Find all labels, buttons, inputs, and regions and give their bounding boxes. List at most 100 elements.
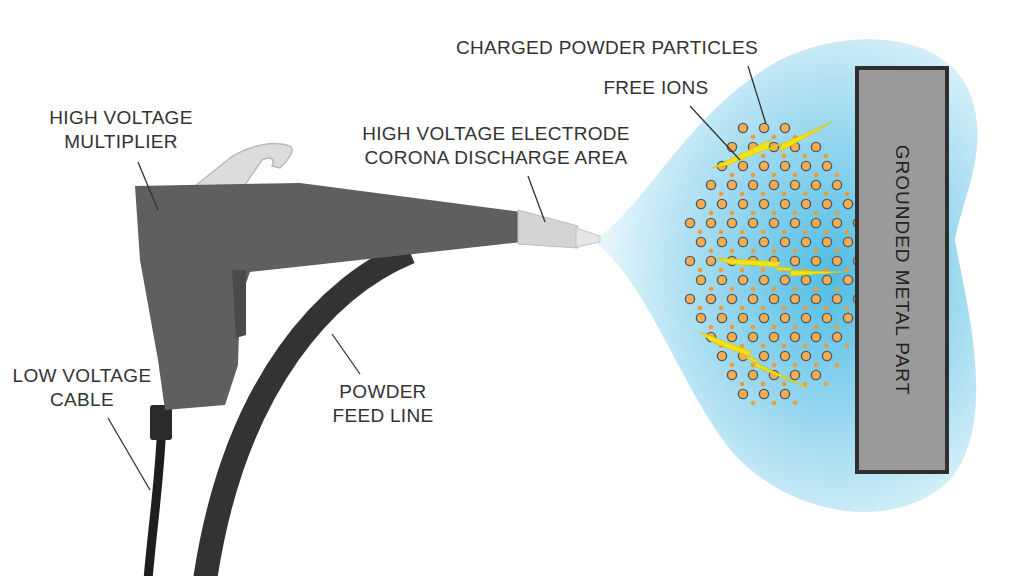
low-voltage-cable xyxy=(148,420,162,576)
powder-particle xyxy=(822,161,831,170)
free-ion-dot xyxy=(730,249,735,254)
powder-particle xyxy=(832,332,841,341)
powder-particle xyxy=(780,275,789,284)
free-ion-dot xyxy=(824,230,829,235)
free-ion-dot xyxy=(719,306,724,311)
powder-particle xyxy=(790,294,799,303)
powder-particle xyxy=(843,199,852,208)
free-ion-dot xyxy=(793,287,798,292)
free-ion-dot xyxy=(730,211,735,216)
part-label: GROUNDED METAL PART xyxy=(891,145,913,396)
powder-particle xyxy=(717,199,726,208)
powder-particle xyxy=(790,370,799,379)
free-ion-dot xyxy=(761,344,766,349)
powder-particle xyxy=(748,332,757,341)
powder-particle xyxy=(748,370,757,379)
free-ion-dot xyxy=(772,249,777,254)
callout-label: POWDER FEED LINE xyxy=(327,380,439,428)
powder-particle xyxy=(706,294,715,303)
powder-particle xyxy=(822,199,831,208)
free-ion-dot xyxy=(814,249,819,254)
powder-particle xyxy=(748,218,757,227)
powder-particle xyxy=(801,313,810,322)
free-ion-dot xyxy=(709,287,714,292)
free-ion-dot xyxy=(814,287,819,292)
powder-particle xyxy=(790,256,799,265)
free-ion-dot xyxy=(761,154,766,159)
free-ion-dot xyxy=(740,382,745,387)
powder-particle xyxy=(801,275,810,284)
powder-particle xyxy=(727,332,736,341)
powder-particle xyxy=(738,123,747,132)
powder-particle xyxy=(717,351,726,360)
free-ion-dot xyxy=(709,325,714,330)
electrode-nozzle xyxy=(518,210,578,248)
powder-particle xyxy=(738,161,747,170)
powder-particle xyxy=(843,275,852,284)
powder-particle xyxy=(801,161,810,170)
free-ion-dot xyxy=(803,154,808,159)
powder-particle xyxy=(759,275,768,284)
powder-particle xyxy=(748,180,757,189)
free-ion-dot xyxy=(824,382,829,387)
free-ion-dot xyxy=(814,363,819,368)
leader-line xyxy=(748,66,766,124)
powder-particle xyxy=(832,180,841,189)
powder-particle xyxy=(811,294,820,303)
free-ion-dot xyxy=(803,306,808,311)
powder-particle xyxy=(685,256,694,265)
free-ion-dot xyxy=(772,173,777,178)
free-ion-dot xyxy=(740,268,745,273)
powder-particle xyxy=(811,332,820,341)
free-ion-dot xyxy=(793,325,798,330)
powder-particle xyxy=(759,123,768,132)
powder-particle xyxy=(769,294,778,303)
free-ion-dot xyxy=(803,192,808,197)
powder-particle xyxy=(801,237,810,246)
free-ion-dot xyxy=(824,192,829,197)
powder-particle xyxy=(780,389,789,398)
powder-particle xyxy=(822,275,831,284)
free-ion-dot xyxy=(782,154,787,159)
powder-particle xyxy=(727,370,736,379)
powder-particle xyxy=(748,294,757,303)
free-ion-dot xyxy=(772,135,777,140)
powder-particle xyxy=(727,180,736,189)
free-ion-dot xyxy=(835,325,840,330)
powder-particle xyxy=(769,218,778,227)
free-ions xyxy=(700,122,842,388)
free-ion-dot xyxy=(814,325,819,330)
powder-particle xyxy=(801,199,810,208)
powder-particle xyxy=(696,313,705,322)
free-ion-dot xyxy=(772,363,777,368)
free-ion-dot xyxy=(845,344,850,349)
powder-particle xyxy=(685,294,694,303)
powder-particle xyxy=(738,237,747,246)
powder-particle xyxy=(685,218,694,227)
leader-line xyxy=(528,176,545,222)
powder-particle xyxy=(727,294,736,303)
free-ion-dot xyxy=(719,192,724,197)
free-ion-dot xyxy=(824,344,829,349)
powder-particle xyxy=(759,389,768,398)
free-ion-dot xyxy=(782,344,787,349)
free-ion-dot xyxy=(761,268,766,273)
free-ion-dot xyxy=(782,230,787,235)
gun-body xyxy=(135,183,522,410)
powder-particle xyxy=(696,275,705,284)
powder-particle xyxy=(801,351,810,360)
free-ion-dot xyxy=(835,363,840,368)
powder-particle xyxy=(717,313,726,322)
free-ion-dot xyxy=(730,287,735,292)
free-ion-dot xyxy=(835,287,840,292)
free-ion-dot xyxy=(835,249,840,254)
powder-particle xyxy=(769,332,778,341)
callout-label: HIGH VOLTAGE ELECTRODE CORONA DISCHARGE … xyxy=(350,122,642,170)
free-ion-dot xyxy=(761,230,766,235)
powder-particle xyxy=(738,313,747,322)
powder-particle xyxy=(822,313,831,322)
free-ion-dot xyxy=(751,325,756,330)
powder-particle xyxy=(843,313,852,322)
powder-particle xyxy=(832,294,841,303)
free-ion-dot xyxy=(782,192,787,197)
